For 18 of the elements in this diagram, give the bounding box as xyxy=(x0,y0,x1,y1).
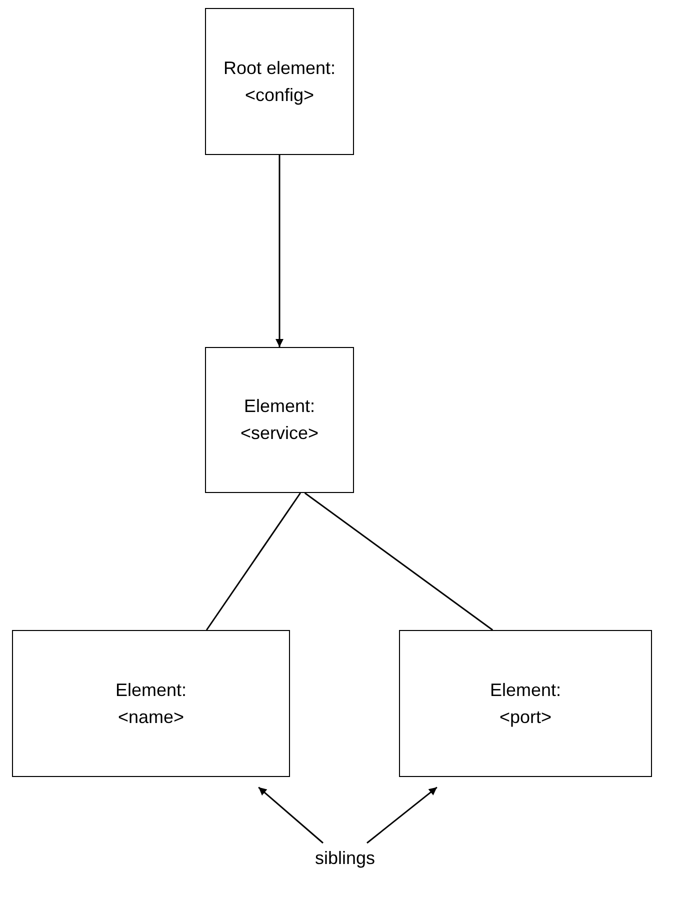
element-label: Element: xyxy=(115,678,187,702)
element-box xyxy=(205,347,354,493)
element-box xyxy=(399,630,652,777)
element-box xyxy=(12,630,290,777)
element-label: Element: xyxy=(244,395,316,418)
arrow xyxy=(276,155,284,347)
element-box xyxy=(205,8,354,155)
element-label: Root element: xyxy=(223,56,336,80)
arrow xyxy=(258,786,324,844)
connector-line xyxy=(206,492,301,630)
element-label: <name> xyxy=(118,706,184,728)
arrow xyxy=(366,786,438,844)
element-label: <port> xyxy=(499,706,552,729)
connector-line xyxy=(304,492,494,631)
element-label: Element: xyxy=(490,678,562,702)
sibling-label: siblings xyxy=(314,846,376,870)
element-label: <service> xyxy=(240,422,319,445)
element-label: <config> xyxy=(244,84,314,107)
